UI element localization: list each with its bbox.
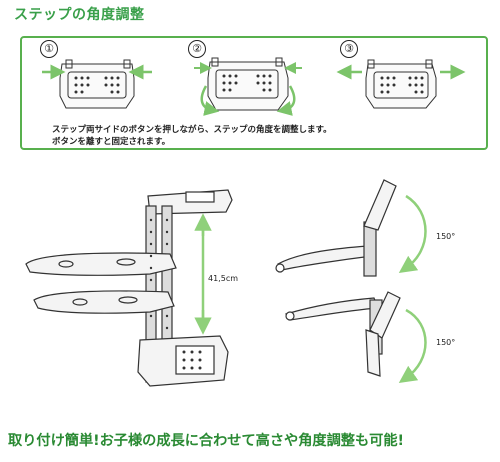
instruction-text: ステップ両サイドのボタンを押しながら、ステップの角度を調整します。 ボタンを離す… <box>52 124 332 148</box>
angle-arrow-top <box>398 194 427 273</box>
angle-arrow-bottom <box>398 308 427 383</box>
stand-illustration <box>25 189 233 387</box>
rotate-arrow-right <box>276 85 296 116</box>
step-3-diagram <box>365 59 437 109</box>
step-number-3: ③ <box>340 40 358 58</box>
step-number-2: ② <box>188 40 206 58</box>
angle-label-bottom: 150° <box>436 338 456 347</box>
angle-label-top: 150° <box>436 232 456 241</box>
side-view-bottom <box>285 291 401 377</box>
bottom-caption: 取り付け簡単!お子様の成長に合わせて高さや角度調整も可能! <box>8 433 405 449</box>
instruction-line-2: ボタンを離すと固定されます。 <box>52 137 171 147</box>
page-title: ステップの角度調整 <box>14 7 145 23</box>
instruction-panel: ① ② ③ <box>20 36 488 150</box>
step-diagrams <box>42 57 466 116</box>
rotate-arrow-left <box>200 85 220 116</box>
stand-holes <box>149 218 202 370</box>
step-number-1: ① <box>40 40 58 58</box>
side-view-top <box>275 179 397 277</box>
instruction-line-1: ステップ両サイドのボタンを押しながら、ステップの角度を調整します。 <box>52 125 332 135</box>
step-1-diagram <box>59 59 135 109</box>
height-label: 41,5cm <box>208 274 239 283</box>
